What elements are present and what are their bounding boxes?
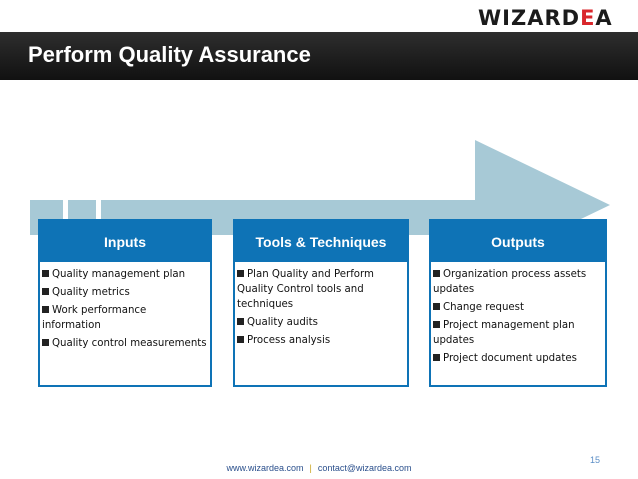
tools-techniques-list: Plan Quality and Perform Quality Control…	[235, 262, 407, 348]
checkbox-bullet-icon	[42, 306, 49, 313]
outputs-list: Organization process assets updates Chan…	[431, 262, 605, 366]
checkbox-bullet-icon	[237, 336, 244, 343]
footer-separator: |	[309, 463, 312, 473]
inputs-list: Quality management plan Quality metrics …	[40, 262, 210, 351]
checkbox-bullet-icon	[237, 270, 244, 277]
footer-email-link[interactable]: contact@wizardea.com	[317, 463, 412, 473]
logo-accent-letter: E	[580, 6, 596, 30]
inputs-heading: Inputs	[40, 221, 210, 262]
checkbox-bullet-icon	[433, 321, 440, 328]
checkbox-bullet-icon	[42, 339, 49, 346]
footer: www.wizardea.com | contact@wizardea.com	[0, 463, 638, 473]
checkbox-bullet-icon	[42, 288, 49, 295]
outputs-heading: Outputs	[431, 221, 605, 262]
outputs-column: Outputs Organization process assets upda…	[429, 219, 607, 387]
checkbox-bullet-icon	[433, 303, 440, 310]
list-item: Quality audits	[237, 315, 405, 330]
tools-techniques-column: Tools & Techniques Plan Quality and Perf…	[233, 219, 409, 387]
checkbox-bullet-icon	[237, 318, 244, 325]
list-item: Change request	[433, 300, 603, 315]
list-item: Quality control measurements	[42, 336, 208, 351]
logo-text: WIZARDEA	[478, 6, 613, 30]
tools-techniques-heading: Tools & Techniques	[235, 221, 407, 262]
list-item: Quality management plan	[42, 267, 208, 282]
checkbox-bullet-icon	[42, 270, 49, 277]
list-item: Quality metrics	[42, 285, 208, 300]
list-item: Process analysis	[237, 333, 405, 348]
list-item: Plan Quality and Perform Quality Control…	[237, 269, 374, 310]
wizardea-logo: WIZARDEA	[478, 6, 628, 30]
page-title: Perform Quality Assurance	[28, 42, 311, 67]
list-item: Project document updates	[433, 351, 603, 366]
inputs-column: Inputs Quality management plan Quality m…	[38, 219, 212, 387]
list-item: Project management plan updates	[433, 320, 575, 346]
title-bar: Perform Quality Assurance	[0, 32, 638, 80]
page-number: 15	[590, 455, 601, 465]
checkbox-bullet-icon	[433, 354, 440, 361]
list-item: Work performance information	[42, 305, 147, 331]
footer-website-link[interactable]: www.wizardea.com	[226, 463, 304, 473]
list-item: Organization process assets updates	[433, 269, 587, 295]
checkbox-bullet-icon	[433, 270, 440, 277]
